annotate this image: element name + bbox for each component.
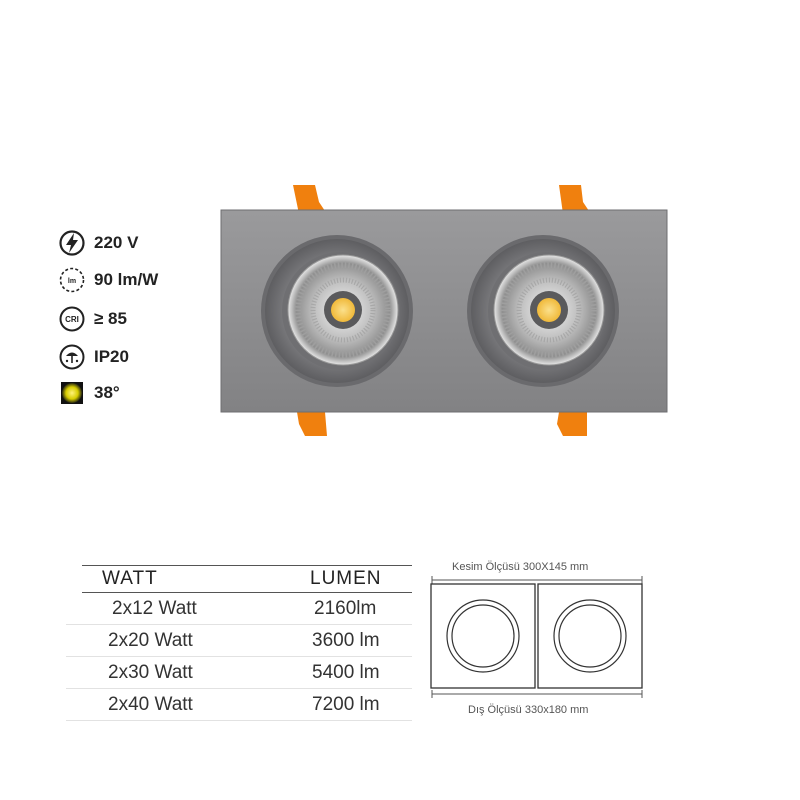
lightning-icon (59, 230, 85, 256)
row-lumen: 3600 lm (312, 630, 380, 651)
ip-rating-icon (59, 344, 85, 370)
beam-angle-value: 38° (94, 383, 120, 402)
header-watt: WATT (102, 568, 158, 589)
voltage-value: 220 V (94, 233, 139, 252)
clip-bottom-left (297, 412, 327, 436)
dimension-diagram (430, 576, 643, 698)
row-watt: 2x20 Watt (108, 630, 193, 651)
table-row: 2x12 Watt 2160lm (66, 592, 412, 625)
row-watt: 2x40 Watt (108, 694, 193, 715)
dimension-drawing: Kesim Ölçüsü 300X145 mm Dış Ölçüsü 330x1… (428, 558, 646, 723)
table-row: 2x40 Watt 7200 lm (66, 688, 412, 721)
cri-value: ≥ 85 (94, 309, 127, 328)
lamp-left (261, 235, 413, 387)
spec-ip: IP20 (58, 342, 129, 372)
clip-top-right (559, 185, 591, 214)
table-row: 2x30 Watt 5400 lm (66, 656, 412, 689)
led-chip-right (537, 298, 561, 322)
lumen-icon-text: lm (68, 278, 76, 285)
header-lumen: LUMEN (310, 568, 382, 589)
row-lumen: 2160lm (314, 598, 377, 619)
cri-icon-text: CRI (65, 315, 79, 324)
ip-value: IP20 (94, 347, 129, 366)
lumen-icon: lm (59, 267, 85, 293)
row-lumen: 5400 lm (312, 662, 380, 683)
efficacy-value: 90 lm/W (94, 270, 159, 289)
product-image (220, 185, 668, 436)
spec-beam-angle: 38° (58, 378, 120, 408)
lamp-right (467, 235, 619, 387)
outer-dimension: Dış Ölçüsü 330x180 mm (468, 704, 589, 716)
spec-efficacy: lm 90 lm/W (58, 265, 158, 295)
row-lumen: 7200 lm (312, 694, 380, 715)
spec-voltage: 220 V (58, 228, 138, 258)
led-chip-left (331, 298, 355, 322)
row-watt: 2x12 Watt (112, 598, 197, 619)
cut-out-dimension: Kesim Ölçüsü 300X145 mm (452, 561, 589, 573)
beam-angle-icon (61, 382, 83, 404)
table-row: 2x20 Watt 3600 lm (66, 624, 412, 657)
clip-top-left (293, 185, 327, 214)
spec-cri: CRI ≥ 85 (58, 304, 127, 334)
cut-out-box-left (430, 583, 536, 689)
clip-bottom-right (557, 412, 587, 436)
table-header: WATT LUMEN (82, 565, 412, 593)
cri-icon: CRI (59, 306, 85, 332)
row-watt: 2x30 Watt (108, 662, 193, 683)
cut-out-box-right (537, 583, 643, 689)
